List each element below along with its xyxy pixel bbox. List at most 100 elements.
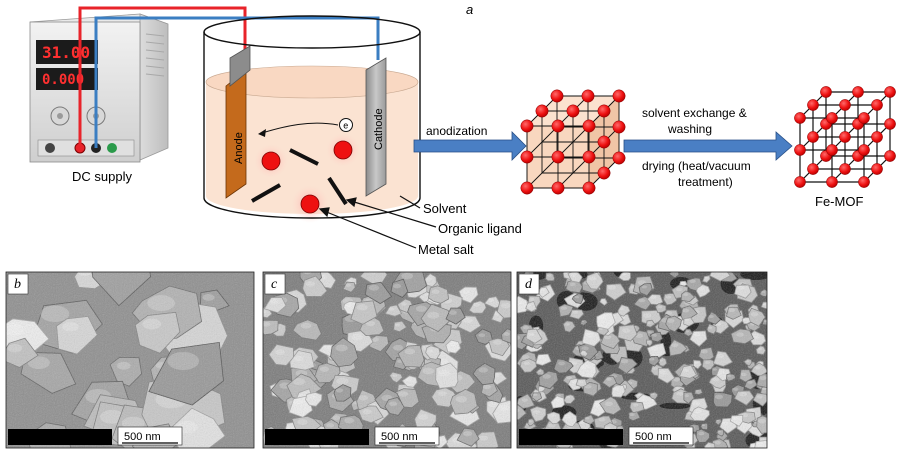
lattice-node-icon bbox=[884, 118, 896, 130]
sem-meta-value: 10.2 bbox=[587, 438, 600, 444]
lattice-node-icon bbox=[839, 131, 851, 143]
sem-meta-header: WD bbox=[587, 431, 593, 437]
lattice-node-icon bbox=[520, 181, 534, 195]
callout-solvent: Solvent bbox=[423, 201, 467, 216]
lattice-node-icon bbox=[807, 163, 819, 175]
sem-meta-value: 3.0 bbox=[34, 438, 43, 444]
lattice-node-icon bbox=[597, 135, 611, 149]
power-switch-icon bbox=[45, 143, 55, 153]
lattice-node-icon bbox=[597, 104, 611, 118]
lattice-node-icon bbox=[858, 112, 870, 124]
sem-meta-value: 1 bbox=[345, 438, 348, 444]
anode-label: Anode bbox=[233, 132, 245, 164]
step-exchange-line1: solvent exchange & bbox=[642, 106, 747, 120]
sem-meta-header: Magn bbox=[46, 431, 59, 437]
metal-ion-icon bbox=[300, 194, 320, 214]
lattice-node-icon bbox=[871, 163, 883, 175]
step-drying-line2: treatment) bbox=[678, 175, 733, 189]
lattice-node-icon bbox=[582, 150, 596, 164]
sem-meta-value: 1 bbox=[599, 438, 602, 444]
ligand-icon bbox=[289, 148, 319, 166]
sem-meta-value: SE bbox=[61, 438, 67, 444]
sem-meta-header: Spot bbox=[545, 431, 558, 437]
metal-ion-icon bbox=[261, 151, 281, 171]
lattice-node-icon bbox=[551, 150, 565, 164]
sem-meta-header: Det bbox=[61, 431, 70, 437]
current-display bbox=[36, 68, 98, 90]
callout-metal-salt: Metal salt bbox=[418, 242, 474, 257]
sem-meta-header: Spot bbox=[291, 431, 304, 437]
lattice-node-icon bbox=[807, 131, 819, 143]
lattice-node-icon bbox=[884, 86, 896, 98]
lattice-node-icon bbox=[551, 119, 565, 133]
sem-meta-header: Det bbox=[572, 431, 581, 437]
fe-mof-cube bbox=[794, 86, 896, 188]
electron-symbol: e bbox=[343, 121, 348, 131]
exchange-drying-arrow bbox=[623, 131, 793, 161]
lattice-node-icon bbox=[597, 166, 611, 180]
electron-icon bbox=[339, 118, 353, 132]
mof-cube-intermediate bbox=[520, 89, 626, 195]
lattice-node-icon bbox=[794, 176, 806, 188]
sem-meta-value: 3.0 bbox=[545, 438, 554, 444]
cathode-label: Cathode bbox=[373, 108, 385, 150]
step-anodization-label: anodization bbox=[426, 124, 487, 138]
sem-meta-value: 3.0 bbox=[291, 438, 300, 444]
ligand-icon bbox=[327, 176, 348, 206]
electrolyte bbox=[206, 82, 418, 214]
lattice-node-icon bbox=[566, 104, 580, 118]
lattice-node-icon bbox=[807, 99, 819, 111]
cathode-electrode bbox=[365, 57, 387, 197]
ligand-icon bbox=[251, 183, 281, 203]
sem-meta-header: Det bbox=[318, 431, 327, 437]
lattice-node-icon bbox=[520, 150, 534, 164]
lattice-node-icon bbox=[826, 112, 838, 124]
dc-supply-label: DC supply bbox=[72, 169, 132, 184]
lattice-node-icon bbox=[520, 119, 534, 133]
sem-meta-header: Acc.V bbox=[10, 431, 26, 437]
lattice-node-icon bbox=[581, 89, 595, 103]
sem-meta-header: Magn bbox=[303, 431, 316, 437]
step-exchange-line2: washing bbox=[667, 122, 712, 136]
sem-meta-value: 50000x bbox=[46, 438, 65, 444]
lattice-node-icon bbox=[826, 176, 838, 188]
step-drying-line1: drying (heat/vacuum bbox=[642, 159, 751, 173]
lattice-node-icon bbox=[858, 144, 870, 156]
lattice-node-icon bbox=[858, 176, 870, 188]
sem-meta-header: Exp bbox=[345, 431, 354, 437]
lattice-node-icon bbox=[550, 89, 564, 103]
ground-terminal-icon bbox=[107, 143, 117, 153]
lattice-node-icon bbox=[839, 99, 851, 111]
lattice-node-icon bbox=[884, 150, 896, 162]
lattice-node-icon bbox=[535, 104, 549, 118]
lattice-node-icon bbox=[612, 89, 626, 103]
sem-meta-value: 9.9 bbox=[76, 438, 85, 444]
lattice-node-icon bbox=[582, 181, 596, 195]
lattice-node-icon bbox=[820, 86, 832, 98]
sem-meta-header: Exp bbox=[88, 431, 97, 437]
negative-wire bbox=[94, 16, 380, 148]
lattice-node-icon bbox=[826, 144, 838, 156]
sem-meta-value: 1 bbox=[88, 438, 91, 444]
fe-mof-label: Fe-MOF bbox=[815, 194, 863, 209]
positive-wire bbox=[78, 6, 247, 148]
sem-meta-value: 15.0 kV bbox=[10, 438, 32, 444]
sem-panel-label: c bbox=[271, 277, 278, 292]
dc-power-supply: 31.00 0.000 bbox=[29, 13, 169, 163]
sem-meta-header: Magn bbox=[557, 431, 570, 437]
lattice-node-icon bbox=[852, 86, 864, 98]
cell-callouts bbox=[318, 195, 437, 249]
voltage-display bbox=[36, 40, 98, 64]
sem-meta-header: Acc.V bbox=[267, 431, 283, 437]
lattice-node-icon bbox=[551, 181, 565, 195]
sem-meta-value: 10.0 kV bbox=[521, 438, 543, 444]
sem-meta-header: Acc.V bbox=[521, 431, 537, 437]
sem-meta-value: 10.6 bbox=[333, 438, 346, 444]
electrochemical-cell: Anode Cathode e bbox=[203, 15, 421, 223]
scale-bar-label: 500 nm bbox=[635, 431, 672, 443]
callout-organic-ligand: Organic ligand bbox=[438, 221, 522, 236]
